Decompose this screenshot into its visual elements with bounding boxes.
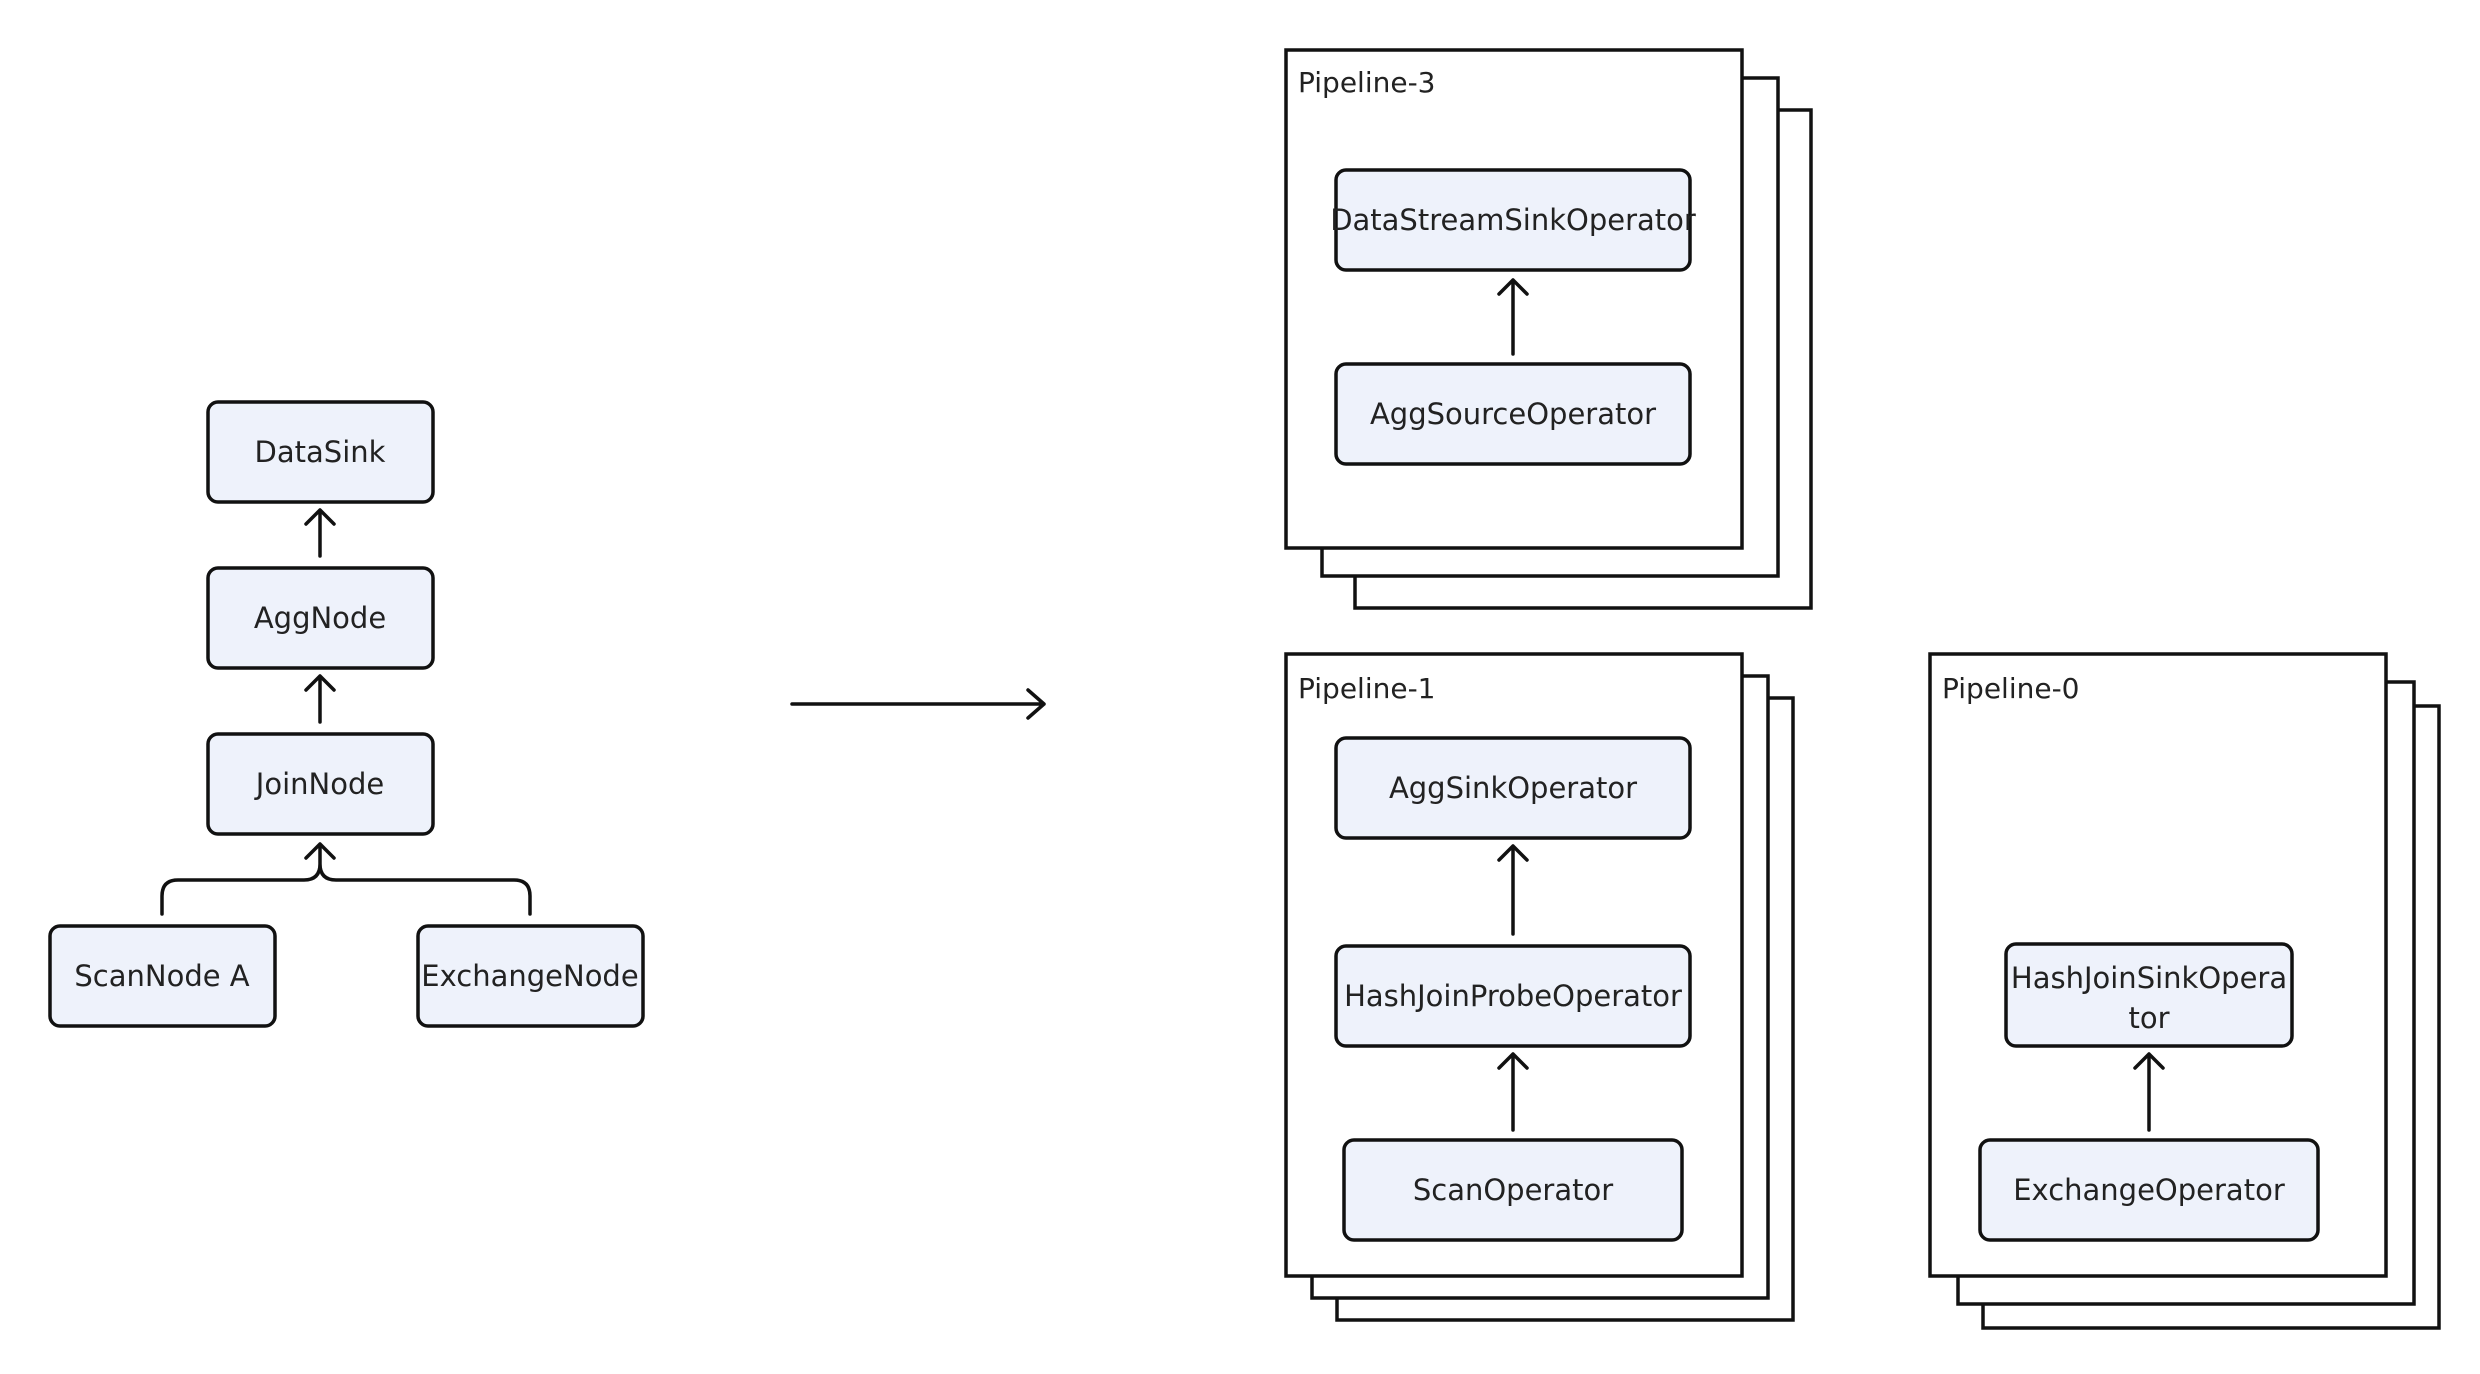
hashjoinprobe-operator-label: HashJoinProbeOperator [1344, 979, 1682, 1013]
aggsink-operator: AggSinkOperator [1334, 736, 1692, 840]
pipeline-0-stack: Pipeline-0 HashJoinSinkOpera tor Exchang… [1928, 652, 2441, 1330]
scan-operator: ScanOperator [1342, 1138, 1684, 1242]
datastreamsink-operator-label: DataStreamSinkOperator [1330, 203, 1696, 237]
pipeline-1-arrow-lower [1497, 1052, 1529, 1132]
pipeline-1-arrow-upper [1497, 844, 1529, 936]
scan-operator-label: ScanOperator [1413, 1173, 1613, 1207]
plan-tree: DataSink AggNode JoinNode ScanNode A Exc… [48, 400, 645, 1028]
aggsource-operator: AggSourceOperator [1334, 362, 1692, 466]
scannode-label: ScanNode A [74, 959, 249, 993]
joinnode-label: JoinNode [254, 767, 384, 801]
aggsink-operator-label: AggSinkOperator [1389, 771, 1637, 805]
exchangenode-node: ExchangeNode [416, 924, 645, 1028]
pipeline-3-title: Pipeline-3 [1298, 66, 1436, 99]
scannode-node: ScanNode A [48, 924, 277, 1028]
pipeline-0-title: Pipeline-0 [1942, 672, 2080, 705]
hashjoinsink-operator-label-line1: HashJoinSinkOpera [2011, 961, 2287, 995]
aggnode-label: AggNode [254, 601, 386, 635]
exchangenode-label: ExchangeNode [421, 959, 638, 993]
pipeline-0-arrow [2133, 1052, 2165, 1132]
aggnode-node: AggNode [206, 566, 435, 670]
pipeline-3-arrow [1497, 278, 1529, 356]
hashjoinsink-operator-label-line2: tor [2128, 1001, 2169, 1035]
exchange-operator: ExchangeOperator [1978, 1138, 2320, 1242]
hashjoinsink-operator: HashJoinSinkOpera tor [2004, 942, 2294, 1048]
exchange-operator-label: ExchangeOperator [2013, 1173, 2285, 1207]
pipeline-1-stack: Pipeline-1 AggSinkOperator HashJoinProbe… [1284, 652, 1795, 1322]
transform-arrow [790, 688, 1046, 720]
pipeline-1-title: Pipeline-1 [1298, 672, 1436, 705]
joinnode-node: JoinNode [206, 732, 435, 836]
aggsource-operator-label: AggSourceOperator [1370, 397, 1656, 431]
datasink-label: DataSink [255, 435, 386, 469]
hashjoinprobe-operator: HashJoinProbeOperator [1334, 944, 1692, 1048]
arrow-aggnode-to-datasink [304, 508, 336, 558]
arrow-joinnode-to-aggnode [304, 674, 336, 724]
datasink-node: DataSink [206, 400, 435, 504]
pipeline-3-stack: Pipeline-3 DataStreamSinkOperator AggSou… [1284, 48, 1813, 610]
merge-connector [160, 842, 532, 916]
datastreamsink-operator: DataStreamSinkOperator [1330, 168, 1696, 272]
